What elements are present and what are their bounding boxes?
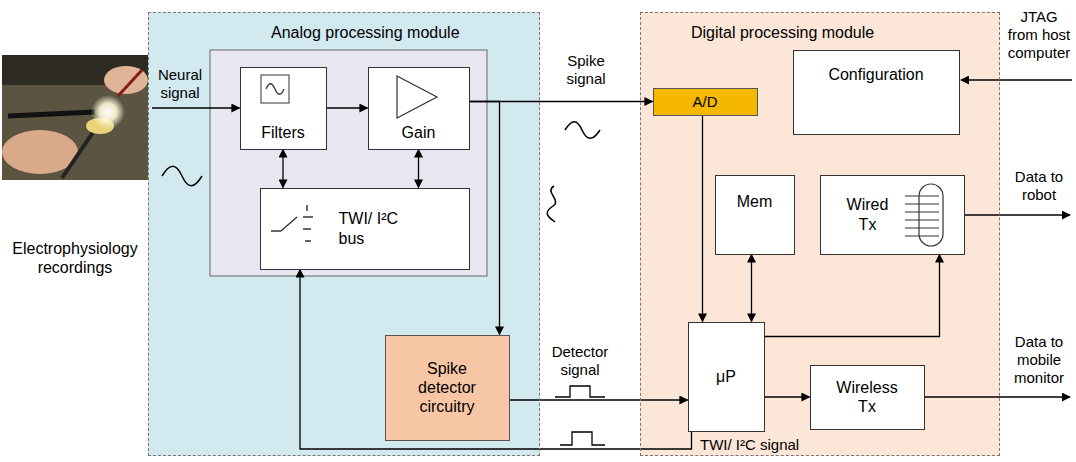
signal-label: Neural signal — [150, 66, 210, 102]
module-panel: A/D ConfigurationMem Wired Tx μP Wireless Tx… — [640, 12, 1000, 456]
filter-icon-wave — [266, 83, 284, 94]
sine-symbol — [162, 166, 202, 186]
config-box: Configuration — [793, 50, 960, 135]
box-label: Electrophysiology recordings — [2, 239, 148, 277]
memory-box: Mem — [715, 175, 795, 255]
box-label: Wireless Tx — [828, 378, 906, 416]
signal-connector — [282, 150, 283, 188]
photo-probe — [8, 112, 95, 116]
filter-icon-frame — [261, 75, 289, 103]
io-label-box: JTAG from host computer — [1004, 8, 1074, 62]
box-label: Gain — [402, 123, 436, 142]
output-arrow — [965, 214, 1070, 215]
switch-icon — [267, 195, 327, 265]
signal-label: TWI/ I²C signal — [700, 436, 850, 454]
box-label: Wired Tx — [839, 195, 897, 233]
signal-connector — [470, 102, 500, 335]
signal-label-box: Detector signal — [543, 343, 617, 379]
module-panel: Filters GainTWI/ I²C busSpike detector ci… — [148, 12, 540, 456]
io-label-box: Data to robot — [1004, 168, 1074, 204]
signal-connector — [418, 150, 419, 188]
signal-connector — [300, 270, 692, 450]
box-label: Mem — [737, 192, 773, 211]
io-label: Data to robot — [1004, 168, 1074, 204]
box-label: A/D — [692, 93, 717, 111]
output-arrow — [925, 396, 1070, 397]
connector-pins — [905, 196, 939, 236]
photo-clip — [118, 70, 142, 96]
pulse-symbol — [555, 386, 605, 397]
box-label: Filters — [261, 123, 305, 142]
signal-connector — [327, 107, 368, 108]
signal-connector — [765, 255, 940, 337]
gain-box: Gain — [368, 67, 470, 150]
signal-connector — [765, 396, 810, 397]
signal-connector — [510, 399, 688, 400]
signal-label-box: TWI/ I²C signal — [700, 436, 850, 454]
box-label: TWI/ I²C bus — [339, 209, 423, 247]
signal-connector — [152, 107, 240, 108]
io-label: JTAG from host computer — [1004, 8, 1074, 62]
io-label-box: Data to mobile monitor — [1004, 333, 1074, 387]
box-label: μP — [716, 367, 736, 386]
signal-label: Detector signal — [543, 343, 617, 379]
bus-box: TWI/ I²C bus — [260, 188, 470, 270]
sine-symbol — [565, 122, 600, 139]
digital-panel-fill — [640, 12, 1000, 456]
photo-node: Electrophysiology recordings — [0, 55, 152, 279]
connector-icon — [901, 176, 961, 256]
analog-inner-box — [210, 50, 487, 276]
analog-panel-fill — [148, 12, 540, 456]
box-label: Configuration — [828, 65, 923, 84]
signal-connector — [751, 255, 752, 322]
filter-box: Filters — [240, 67, 327, 150]
processor-box: μP — [688, 322, 765, 432]
module-title: Digital processing module — [691, 23, 874, 42]
filter-icon — [259, 73, 299, 113]
amplifier-icon — [369, 68, 449, 124]
signal-label-box: Neural signal — [150, 66, 210, 102]
photo-ground — [2, 55, 148, 180]
input-arrow — [961, 79, 1072, 80]
signal-connector — [702, 116, 703, 322]
amplifier-triangle — [397, 76, 437, 118]
pulse-symbol — [560, 432, 605, 445]
wave-symbol — [547, 186, 555, 222]
connector-body — [919, 184, 943, 246]
detector-box: Spike detector circuitry — [385, 335, 510, 441]
transmitter-box: Wireless Tx — [810, 365, 925, 430]
module-title: Analog processing module — [271, 23, 460, 42]
photo-illustration — [2, 55, 148, 180]
box-label: Spike detector circuitry — [404, 359, 490, 417]
signal-label: Spike signal — [555, 52, 617, 88]
io-label: Data to mobile monitor — [1004, 333, 1074, 387]
photo-light — [91, 95, 125, 129]
switch-lines — [271, 205, 313, 241]
transmitter-box: Wired Tx — [820, 175, 965, 255]
photo-hand — [2, 130, 78, 174]
converter-box: A/D — [653, 88, 758, 116]
signal-label-box: Spike signal — [555, 52, 617, 88]
